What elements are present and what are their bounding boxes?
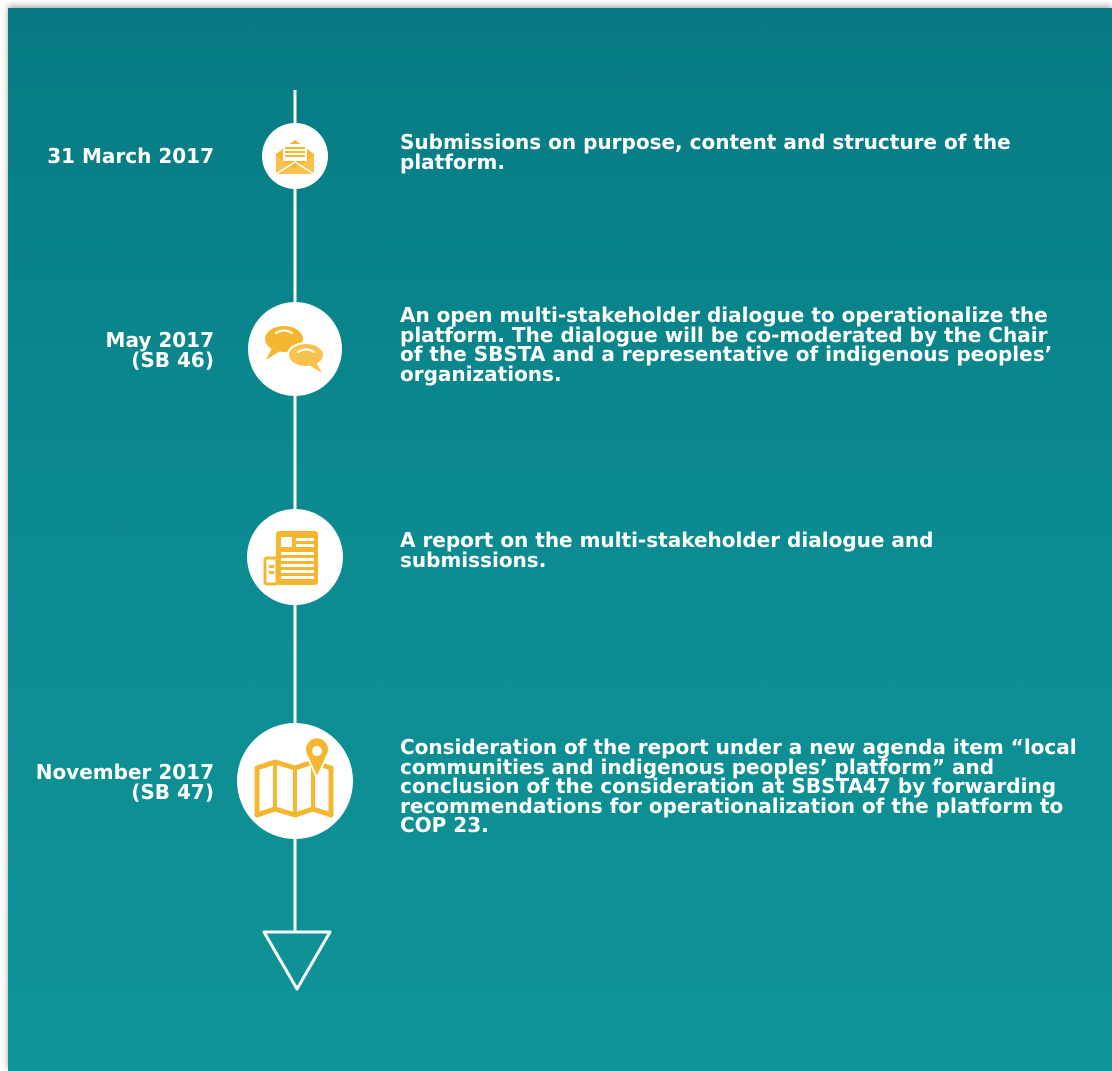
timeline-node-1 [262,123,328,189]
speech-bubbles-icon [265,326,325,373]
map-pin-icon [254,736,334,818]
event-2-description: An open multi-stakeholder dialogue to op… [400,303,1053,386]
event-1-description: Submissions on purpose, content and stru… [400,130,1011,174]
event-3-description: A report on the multi-stakeholder dialog… [400,528,934,572]
down-triangle-icon [262,930,332,991]
event-1-date: 31 March 2017 [47,144,214,168]
event-2-date: May 2017 (SB 46) [105,328,214,372]
timeline-panel [8,8,1112,1071]
report-document-icon [263,531,318,586]
event-4-description: Consideration of the report under a new … [400,735,1077,837]
timeline-node-2 [248,302,342,396]
envelope-icon [275,140,315,175]
timeline-node-4 [237,723,353,839]
timeline-node-3 [247,509,343,605]
event-4-date: November 2017 (SB 47) [35,760,214,804]
